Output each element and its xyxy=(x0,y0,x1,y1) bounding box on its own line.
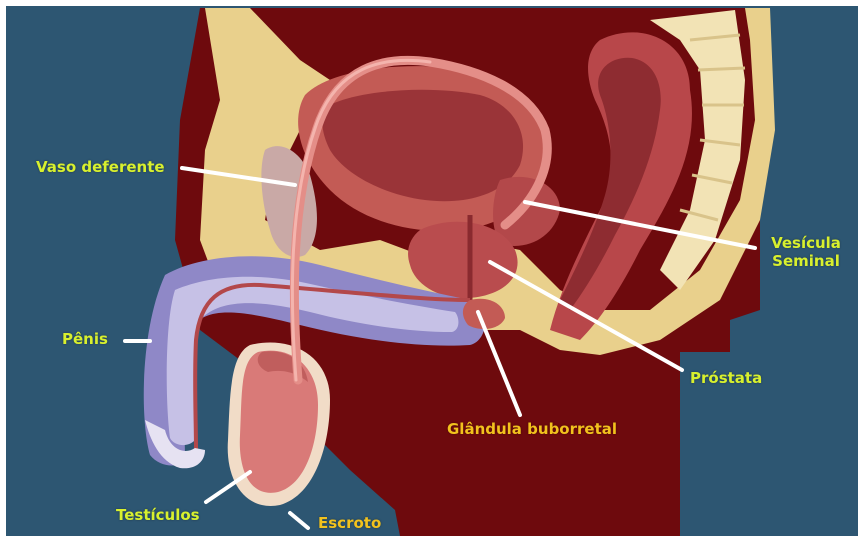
label-vesicula-line2: Seminal xyxy=(760,252,852,270)
label-vesicula-line1: Vesícula xyxy=(760,234,852,252)
label-escroto: Escroto xyxy=(318,514,381,532)
label-penis: Pênis xyxy=(62,330,108,348)
label-prostata: Próstata xyxy=(690,369,762,387)
label-vaso-deferente: Vaso deferente xyxy=(36,158,165,176)
label-glandula-buborretal: Glândula buborretal xyxy=(447,420,617,438)
label-vesicula-seminal: Vesícula Seminal xyxy=(760,234,852,270)
label-testiculos: Testículos xyxy=(116,506,200,524)
